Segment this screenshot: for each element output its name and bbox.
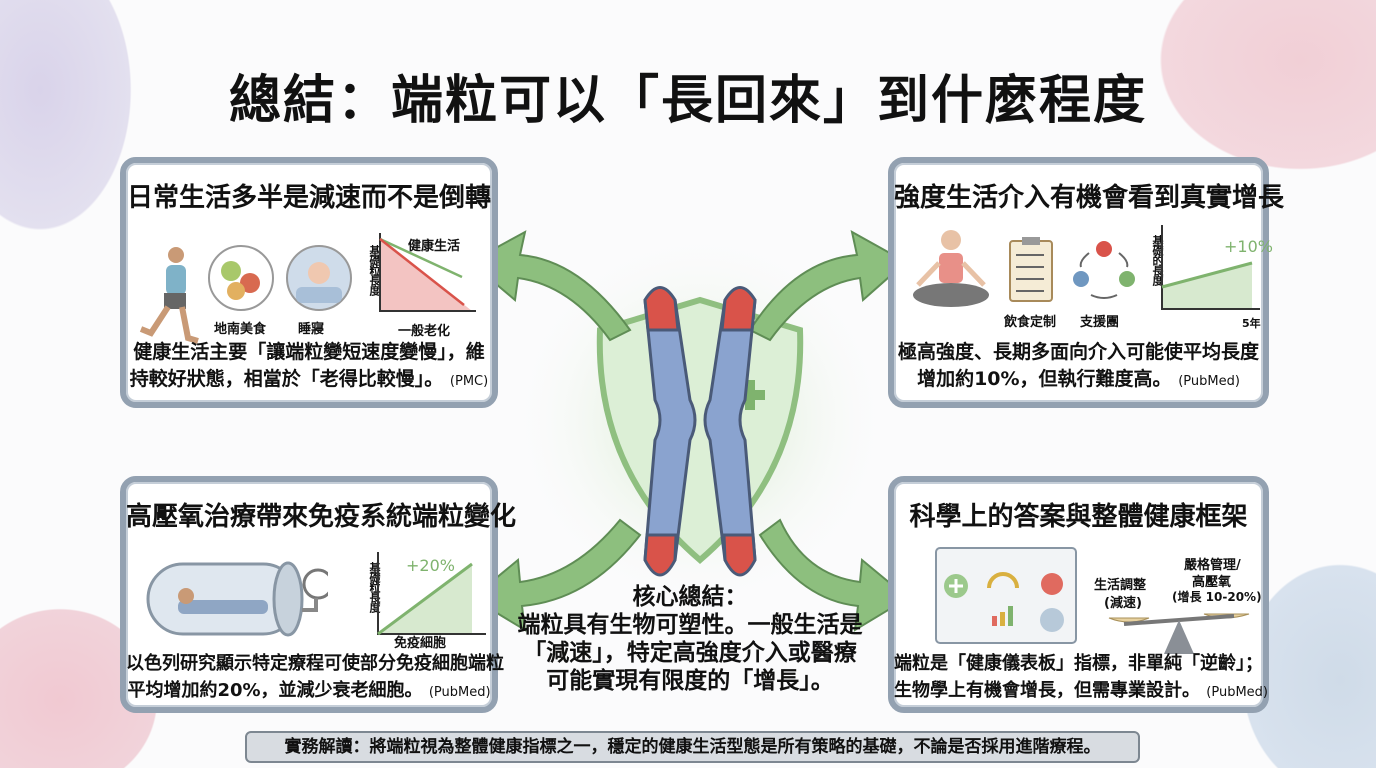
icon-label-food: 地南美食: [214, 322, 267, 337]
card-body-line2: 生物學上有機會增長，但需專業設計。: [894, 680, 1200, 701]
scale-right-label: 嚴格管理/: [1184, 558, 1241, 573]
card-title: 科學上的答案與整體健康框架: [909, 502, 1248, 532]
source-citation: (PubMed): [1206, 685, 1268, 700]
source-citation: (PubMed): [1178, 374, 1240, 389]
card-body-line1: 健康生活主要「讓端粒變短速度變慢」，維: [133, 341, 485, 363]
food-plate-icon: [208, 245, 274, 311]
chart-line-label-aging: 一般老化: [398, 324, 451, 339]
icon-label-support: 支援團: [1080, 315, 1120, 330]
icon-label-diet: 飲食定制: [1004, 315, 1057, 330]
arrow-bottom-left-icon: [470, 518, 642, 632]
card-lifestyle-slowing: 日常生活多半是減速而不是倒轉 地南美食 睡寢 基礎粒長度 健康生活 一般老化 健…: [120, 157, 498, 408]
core-summary-line2: 「減速」，特定高強度介入或醫療: [523, 640, 857, 666]
support-group-icon: [1073, 241, 1135, 299]
scale-right-sublabel: (增長 10-20%): [1172, 590, 1262, 604]
card-title: 強度生活介入有機會看到真實增長: [894, 183, 1285, 213]
health-dashboard-icon: [935, 547, 1077, 644]
scale-left-label: 生活調整: [1094, 578, 1147, 593]
card-title: 日常生活多半是減速而不是倒轉: [126, 183, 491, 213]
growth-chart-20: [377, 552, 486, 636]
core-summary: 核心總結： 端粒具有生物可塑性。一般生活是 「減速」，特定高強度介入或醫療 可能…: [510, 583, 870, 695]
chart-value: +20%: [406, 556, 455, 575]
chart-xlabel: 免疫細胞: [394, 636, 447, 651]
meditation-icon: [913, 230, 989, 307]
card-hyperbaric-oxygen: 高壓氧治療帶來免疫系統端粒變化 基礎粒長度 +20% 免疫細胞 以色列研究顯示特…: [120, 476, 517, 713]
card-body-line2: 增加約10%，但執行難度高。: [917, 368, 1172, 390]
card-body-line1: 端粒是「健康儀表板」指標，非單純「逆齡」；: [894, 653, 1263, 674]
balance-scale-icon: [1108, 613, 1250, 654]
growth-chart-10: [1161, 225, 1260, 310]
slowing-chart: [379, 233, 476, 312]
arrow-top-right-icon: [748, 230, 908, 342]
card-body-line2: 平均增加約20%，並減少衰老細胞。: [127, 680, 423, 701]
chart-value: +10%: [1224, 237, 1273, 256]
card-body-line2: 持較好狀態，相當於「老得比較慢」。: [129, 368, 444, 390]
core-summary-heading: 核心總結：: [632, 584, 748, 610]
chart-ylabel: 基礎粒長度: [368, 245, 381, 295]
card-title: 高壓氧治療帶來免疫系統端粒變化: [126, 502, 517, 532]
core-summary-line3: 可能實現有限度的「增長」。: [546, 668, 834, 694]
source-citation: (PubMed): [428, 685, 491, 700]
scale-left-sublabel: (減速): [1104, 596, 1142, 611]
card-intensive-intervention: 強度生活介入有機會看到真實增長 飲食定制 支援團 基礎的長度 +10% 5年 極…: [888, 157, 1285, 408]
chart-ylabel: 基礎的長度: [1151, 235, 1164, 285]
icon-label-sleep: 睡寢: [298, 322, 325, 337]
practical-interpretation-banner: 實務解讀：將端粒視為整體健康指標之一，穩定的健康生活型態是所有策略的基礎，不論是…: [245, 731, 1140, 763]
page-title: 總結：端粒可以「長回來」到什麼程度: [228, 71, 1147, 131]
card-body-line1: 以色列研究顯示特定療程可使部分免疫細胞端粒: [126, 653, 504, 674]
core-summary-line1: 端粒具有生物可塑性。一般生活是: [517, 612, 863, 638]
sleep-icon: [286, 245, 352, 311]
card-scientific-framework: 科學上的答案與整體健康框架 生活調整 (減速) 嚴格管理/ 高壓氧 (增長 10…: [888, 476, 1269, 713]
chromosome-icon: [643, 286, 757, 577]
scale-right-label2: 高壓氧: [1192, 575, 1232, 590]
card-body-line1: 極高強度、長期多面向介入可能使平均長度: [897, 341, 1259, 363]
hyperbaric-chamber-icon: [146, 561, 328, 637]
chart-xlabel: 5年: [1242, 317, 1261, 330]
runner-icon: [139, 247, 199, 344]
source-citation: (PMC): [449, 374, 489, 389]
diet-clipboard-icon: [1009, 237, 1053, 302]
chart-line-label-healthy: 健康生活: [408, 239, 461, 254]
